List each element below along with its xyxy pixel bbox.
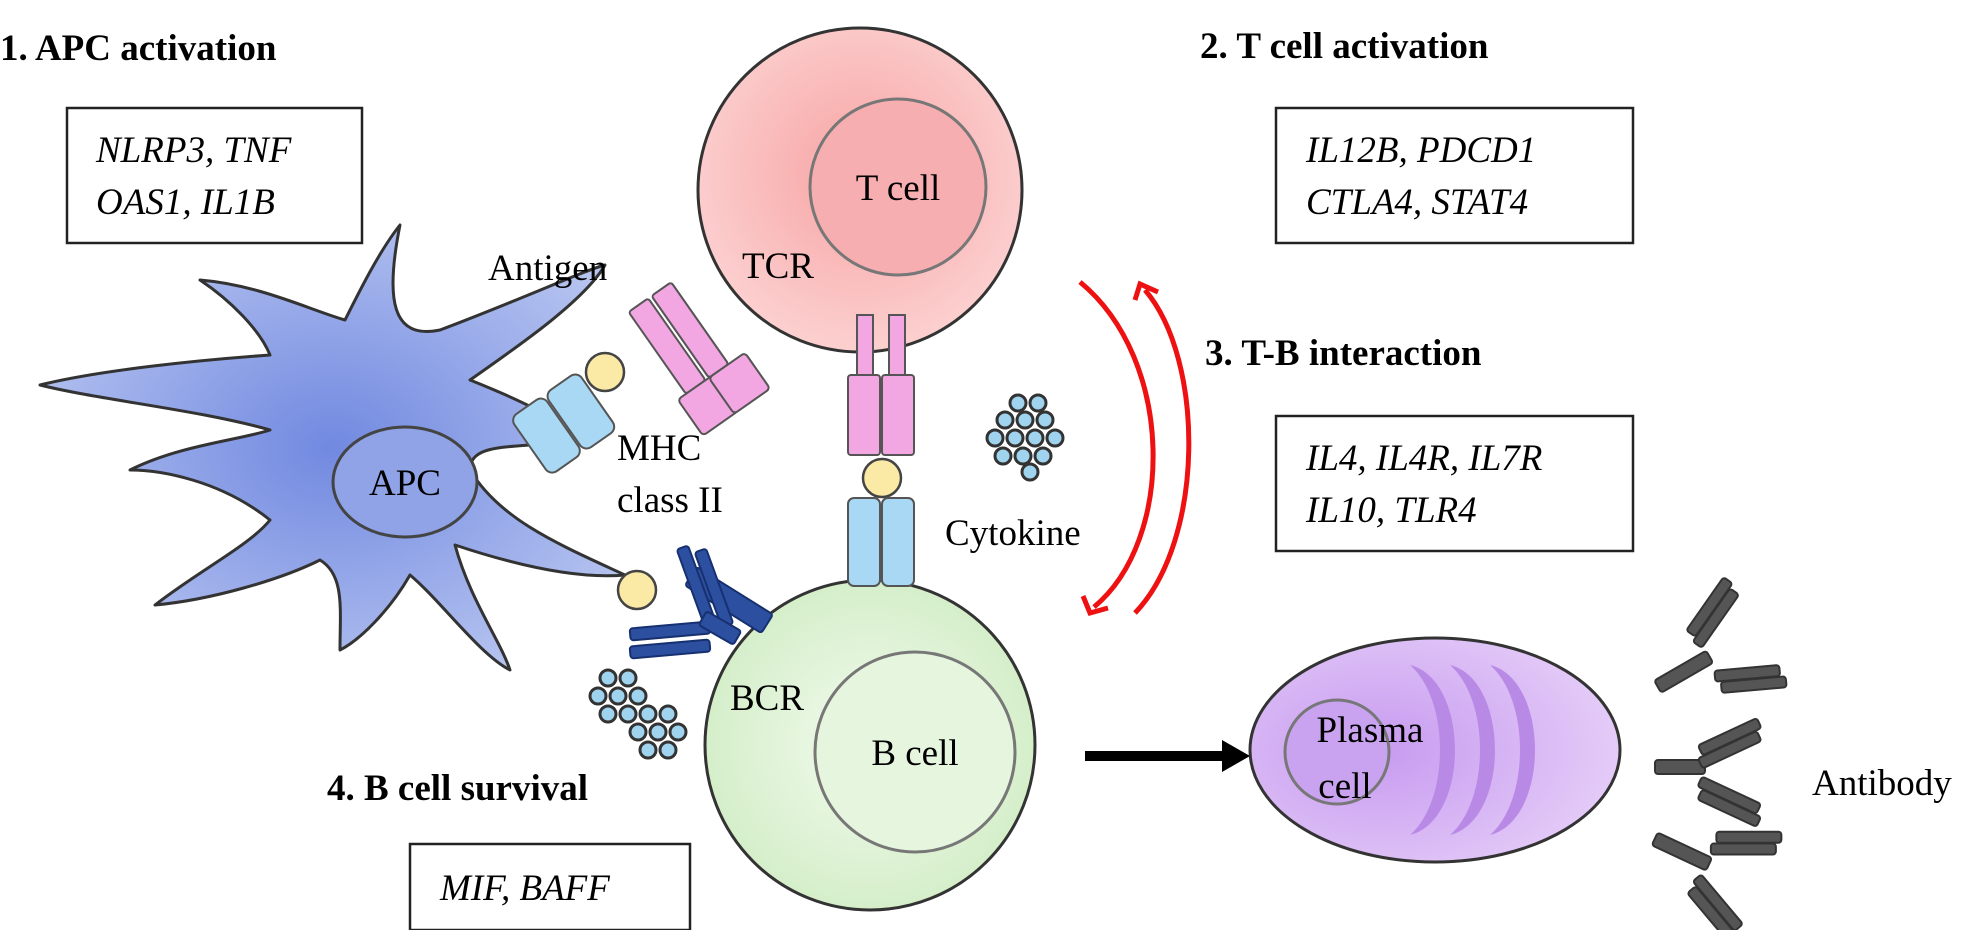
interaction-arrow-down bbox=[1078, 280, 1156, 609]
gene-line: IL4, IL4R, IL7R bbox=[1305, 438, 1542, 479]
tcr-mhc-vertical bbox=[847, 314, 915, 587]
tcr-base-left bbox=[847, 374, 881, 456]
mhc-label-line1: MHC bbox=[617, 428, 701, 469]
b-cell-nucleus bbox=[813, 650, 1017, 854]
mhc-label-line2: class II bbox=[617, 480, 723, 521]
gene-box-b-cell: MIF, BAFF bbox=[408, 842, 692, 930]
antigen-label: Antigen bbox=[488, 248, 607, 289]
b-cell-label: B cell bbox=[871, 733, 958, 774]
plasma-er-arcs bbox=[1410, 665, 1535, 835]
gene-line: CTLA4, STAT4 bbox=[1306, 182, 1528, 223]
interaction-arrow-down-head bbox=[1080, 595, 1109, 617]
apc-cell: APC bbox=[38, 223, 627, 672]
bcr-label: BCR bbox=[730, 678, 804, 719]
heading-t-b-interaction: 3. T-B interaction bbox=[1205, 333, 1482, 374]
gene-line: OAS1, IL1B bbox=[96, 182, 275, 223]
gene-line: NLRP3, TNF bbox=[95, 130, 292, 171]
antibody-top-icon bbox=[1654, 577, 1788, 694]
tcr-antigen-complex bbox=[512, 282, 770, 474]
heading-t-cell-activation: 2. T cell activation bbox=[1200, 26, 1489, 67]
antigen-lower bbox=[616, 569, 658, 611]
gene-line: MIF, BAFF bbox=[439, 868, 610, 909]
antigen-middle bbox=[861, 457, 903, 499]
interaction-arrow-up bbox=[1133, 288, 1192, 615]
antibody-middle-icon bbox=[1654, 717, 1762, 827]
mhc-receptor-upper bbox=[512, 373, 616, 474]
cytokine-cluster-lower-icon bbox=[588, 668, 688, 760]
heading-apc-activation: 1. APC activation bbox=[0, 28, 277, 69]
apc-label: APC bbox=[369, 463, 441, 504]
antibody-bottom-icon bbox=[1651, 830, 1783, 930]
gene-box-t-b: IL4, IL4R, IL7R IL10, TLR4 bbox=[1274, 414, 1635, 553]
t-cell-label: T cell bbox=[856, 168, 941, 209]
gene-line: IL10, TLR4 bbox=[1305, 490, 1477, 531]
tcr-chain-right bbox=[888, 314, 906, 376]
gene-box-apc: NLRP3, TNF OAS1, IL1B bbox=[65, 106, 364, 245]
cytokine-label: Cytokine bbox=[945, 513, 1081, 554]
gene-line: IL12B, PDCD1 bbox=[1305, 130, 1536, 171]
antibody-icons bbox=[1651, 577, 1788, 930]
tcr-chain-left bbox=[856, 314, 874, 376]
cytokine-cluster-icon bbox=[985, 393, 1065, 482]
mhc-chain-right bbox=[881, 497, 915, 587]
interaction-arrows-icon bbox=[1078, 280, 1192, 617]
antigen-upper bbox=[584, 351, 626, 393]
t-cell: T cell bbox=[696, 26, 1024, 354]
mhc-chain-left bbox=[847, 497, 881, 587]
gene-box-t-cell: IL12B, PDCD1 CTLA4, STAT4 bbox=[1274, 106, 1635, 245]
interaction-arrow-up-head bbox=[1132, 280, 1160, 301]
heading-b-cell-survival: 4. B cell survival bbox=[327, 768, 588, 809]
tcr-base-right bbox=[881, 374, 915, 456]
plasma-cell-membrane bbox=[1248, 636, 1622, 864]
b-cell: B cell bbox=[703, 578, 1037, 912]
tcr-label: TCR bbox=[742, 246, 814, 287]
differentiation-arrow-icon bbox=[1085, 740, 1250, 772]
plasma-cell-label-line2: cell bbox=[1318, 766, 1371, 807]
antibody-label: Antibody bbox=[1812, 763, 1952, 804]
apc-nucleus bbox=[331, 425, 479, 539]
plasma-cell-label-line1: Plasma bbox=[1317, 710, 1424, 751]
plasma-cell: Plasma cell bbox=[1248, 636, 1622, 864]
t-cell-nucleus bbox=[808, 97, 988, 277]
apc-body bbox=[38, 223, 627, 672]
bcr-y-antibody-icon bbox=[628, 545, 773, 660]
tcr-receptor-upper bbox=[628, 282, 770, 436]
plasma-cell-nucleus bbox=[1283, 698, 1391, 806]
